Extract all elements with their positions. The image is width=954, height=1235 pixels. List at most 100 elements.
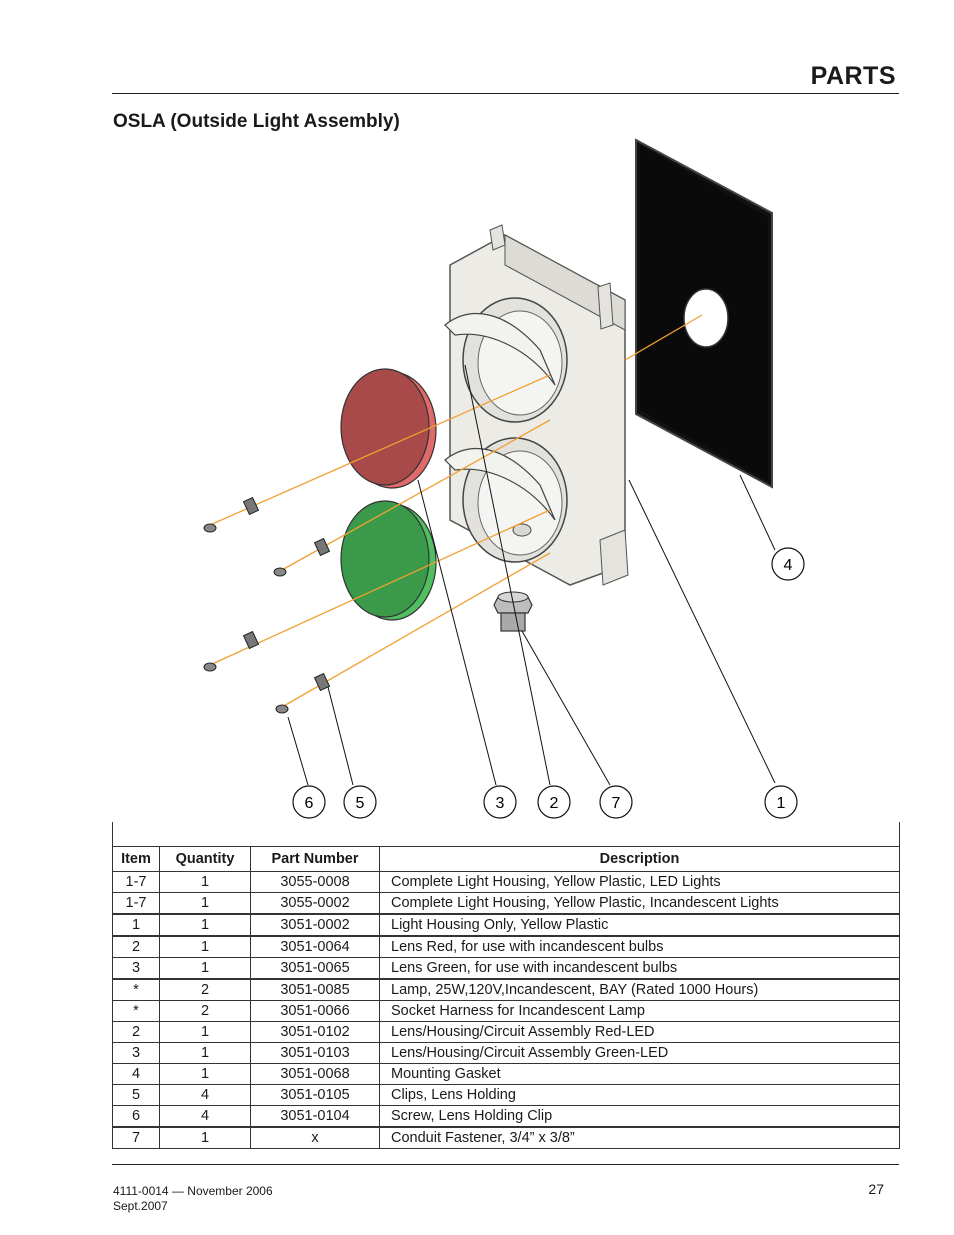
cell-quantity: 1 <box>159 1126 251 1149</box>
cell-part-number: 3051-0064 <box>250 935 380 958</box>
footer-rule <box>112 1164 899 1165</box>
page-header-title: PARTS <box>810 62 896 90</box>
cell-quantity: 4 <box>159 1084 251 1106</box>
footer-date: Sept.2007 <box>113 1199 168 1213</box>
cell-item: * <box>112 978 160 1001</box>
cell-description: Lamp, 25W,120V,Incandescent, BAY (Rated … <box>379 978 900 1001</box>
cell-description: Screw, Lens Holding Clip <box>379 1105 900 1128</box>
cell-description: Mounting Gasket <box>379 1063 900 1085</box>
footer-doc-number: 4111-0014 — November 2006 <box>113 1184 273 1198</box>
cell-description: Lens/Housing/Circuit Assembly Green-LED <box>379 1042 900 1064</box>
cell-quantity: 1 <box>159 1042 251 1064</box>
cell-item: 1-7 <box>112 892 160 915</box>
cell-part-number: 3051-0065 <box>250 957 380 980</box>
red-lens <box>340 368 437 489</box>
cell-item: 5 <box>112 1084 160 1106</box>
table-top-frame <box>112 822 900 846</box>
header-quantity: Quantity <box>159 846 251 872</box>
callout-1: 1 <box>764 785 798 819</box>
svg-text:3: 3 <box>496 795 505 812</box>
cell-item: 6 <box>112 1105 160 1128</box>
green-lens <box>340 500 437 621</box>
cell-part-number: 3051-0103 <box>250 1042 380 1064</box>
cell-quantity: 1 <box>159 892 251 915</box>
header-item: Item <box>112 846 160 872</box>
cell-description: Lens/Housing/Circuit Assembly Red-LED <box>379 1021 900 1043</box>
cell-description: Light Housing Only, Yellow Plastic <box>379 913 900 937</box>
cell-quantity: 2 <box>159 1000 251 1022</box>
cell-quantity: 1 <box>159 1021 251 1043</box>
svg-text:2: 2 <box>550 795 559 812</box>
lens-clips <box>242 496 331 692</box>
clip-screws <box>203 523 289 714</box>
callout-7: 7 <box>599 785 633 819</box>
cell-item: 1-7 <box>112 871 160 893</box>
cell-part-number: 3055-0008 <box>250 871 380 893</box>
svg-text:4: 4 <box>784 557 793 574</box>
cell-quantity: 1 <box>159 871 251 893</box>
light-housing <box>444 224 629 586</box>
conduit-fastener <box>493 591 533 632</box>
page-number: 27 <box>868 1181 884 1197</box>
callout-2: 2 <box>537 785 571 819</box>
cell-item: 7 <box>112 1126 160 1149</box>
cell-item: 2 <box>112 1021 160 1043</box>
mounting-gasket <box>635 138 773 489</box>
cell-quantity: 1 <box>159 913 251 937</box>
callout-6: 6 <box>292 785 326 819</box>
cell-part-number: 3055-0002 <box>250 892 380 915</box>
callout-5: 5 <box>343 785 377 819</box>
svg-text:5: 5 <box>356 795 365 812</box>
section-title: OSLA (Outside Light Assembly) <box>113 111 400 132</box>
cell-description: Socket Harness for Incandescent Lamp <box>379 1000 900 1022</box>
svg-text:1: 1 <box>777 795 786 812</box>
cell-quantity: 2 <box>159 978 251 1001</box>
leader-lines <box>287 364 776 786</box>
cell-part-number: 3051-0105 <box>250 1084 380 1106</box>
cell-part-number: x <box>250 1126 380 1149</box>
cell-description: Complete Light Housing, Yellow Plastic, … <box>379 871 900 893</box>
cell-item: 2 <box>112 935 160 958</box>
header-rule <box>112 93 899 94</box>
cell-part-number: 3051-0068 <box>250 1063 380 1085</box>
cell-quantity: 1 <box>159 935 251 958</box>
header-part-number: Part Number <box>250 846 380 872</box>
cell-part-number: 3051-0104 <box>250 1105 380 1128</box>
svg-text:7: 7 <box>612 795 621 812</box>
callout-4: 4 <box>771 547 805 581</box>
cell-quantity: 4 <box>159 1105 251 1128</box>
cell-item: 3 <box>112 957 160 980</box>
callout-3: 3 <box>483 785 517 819</box>
header-description: Description <box>379 846 900 872</box>
cell-description: Lens Green, for use with incandescent bu… <box>379 957 900 980</box>
cell-description: Lens Red, for use with incandescent bulb… <box>379 935 900 958</box>
cell-quantity: 1 <box>159 1063 251 1085</box>
parts-table: Item Quantity Part Number Description 1-… <box>112 846 900 1149</box>
exploded-parts-diagram: 6 5 3 2 7 1 4 <box>203 138 805 819</box>
cell-description: Complete Light Housing, Yellow Plastic, … <box>379 892 900 915</box>
cell-part-number: 3051-0102 <box>250 1021 380 1043</box>
cell-description: Conduit Fastener, 3/4” x 3/8” <box>379 1126 900 1149</box>
cell-item: * <box>112 1000 160 1022</box>
cell-part-number: 3051-0002 <box>250 913 380 937</box>
cell-part-number: 3051-0066 <box>250 1000 380 1022</box>
cell-item: 3 <box>112 1042 160 1064</box>
cell-item: 4 <box>112 1063 160 1085</box>
table-header-row: Item Quantity Part Number Description <box>112 846 900 872</box>
cell-description: Clips, Lens Holding <box>379 1084 900 1106</box>
cell-quantity: 1 <box>159 957 251 980</box>
svg-text:6: 6 <box>305 795 314 812</box>
